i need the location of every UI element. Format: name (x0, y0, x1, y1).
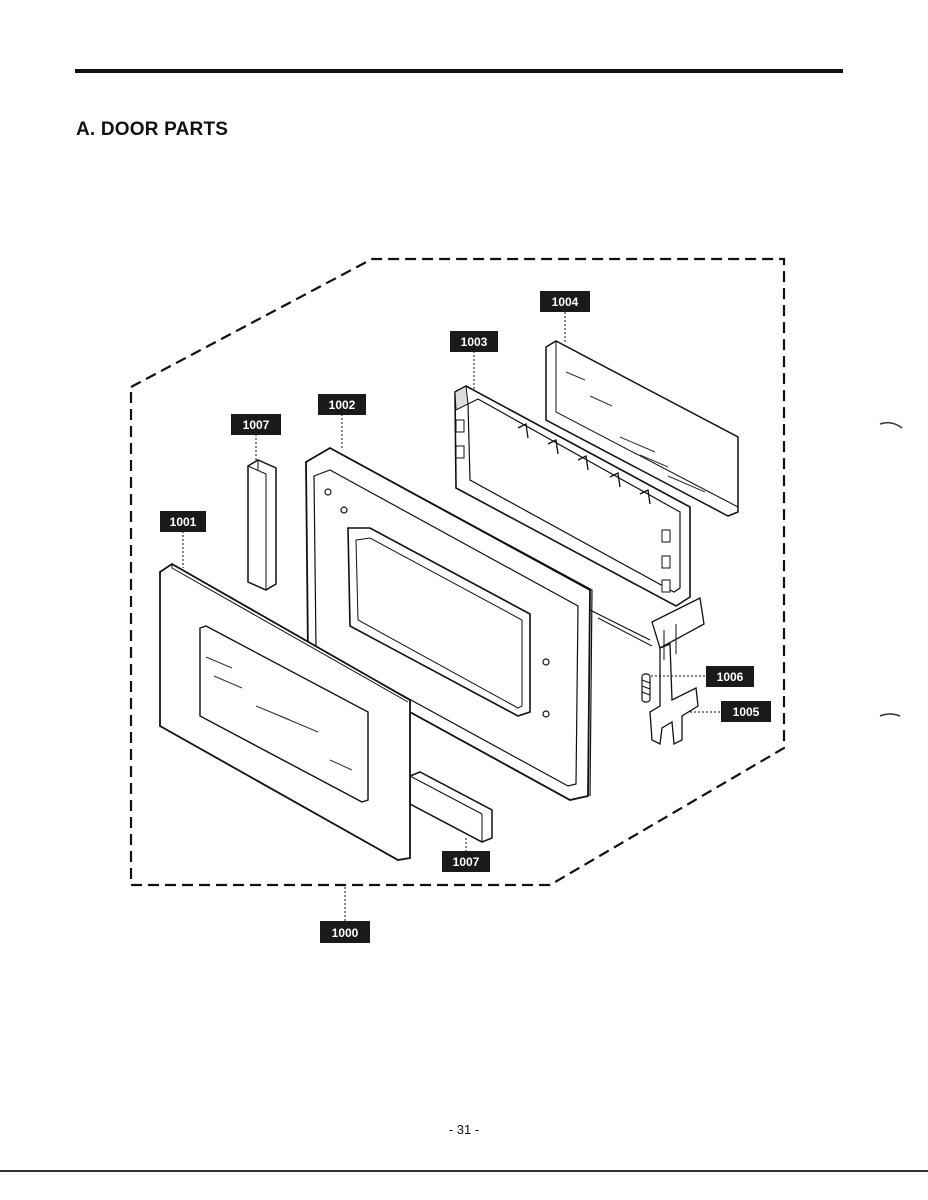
callout-1000: 1000 (320, 921, 370, 943)
part-1006-latch-spring (641, 673, 651, 703)
callout-label: 1000 (332, 926, 359, 940)
callout-label: 1005 (733, 705, 760, 719)
margin-mark (879, 713, 901, 717)
callout-1007-upper: 1007 (231, 414, 281, 435)
part-1004-screen-panel (545, 340, 739, 517)
bottom-rule (0, 1170, 928, 1172)
part-1007-upper-choke-strip (247, 459, 277, 591)
part-1003-door-frame (454, 385, 691, 647)
margin-mark (879, 421, 903, 429)
assembly-boundary (129, 257, 786, 887)
callout-label: 1004 (552, 295, 579, 309)
callout-label: 1003 (461, 335, 488, 349)
callout-label: 1001 (170, 515, 197, 529)
callout-label: 1006 (717, 670, 744, 684)
callout-label: 1007 (453, 855, 480, 869)
section-title: A. DOOR PARTS (76, 119, 229, 140)
part-1002-inner-door-panel (305, 446, 593, 801)
callout-1001: 1001 (160, 511, 206, 532)
part-1001-outer-door-panel (159, 562, 411, 861)
callout-1005: 1005 (721, 701, 771, 722)
callout-1002: 1002 (318, 394, 366, 415)
leader-lines (182, 312, 721, 921)
top-rule (75, 69, 843, 73)
part-1007-lower-choke-strip (409, 771, 493, 843)
callout-1007-lower: 1007 (442, 851, 490, 872)
callout-1004: 1004 (540, 291, 590, 312)
callout-1006: 1006 (706, 666, 754, 687)
part-1005-latch-hook (649, 597, 705, 746)
callout-label: 1007 (243, 418, 270, 432)
callout-1003: 1003 (450, 331, 498, 352)
page-number: - 31 - (448, 1122, 480, 1137)
callout-label: 1002 (329, 398, 356, 412)
